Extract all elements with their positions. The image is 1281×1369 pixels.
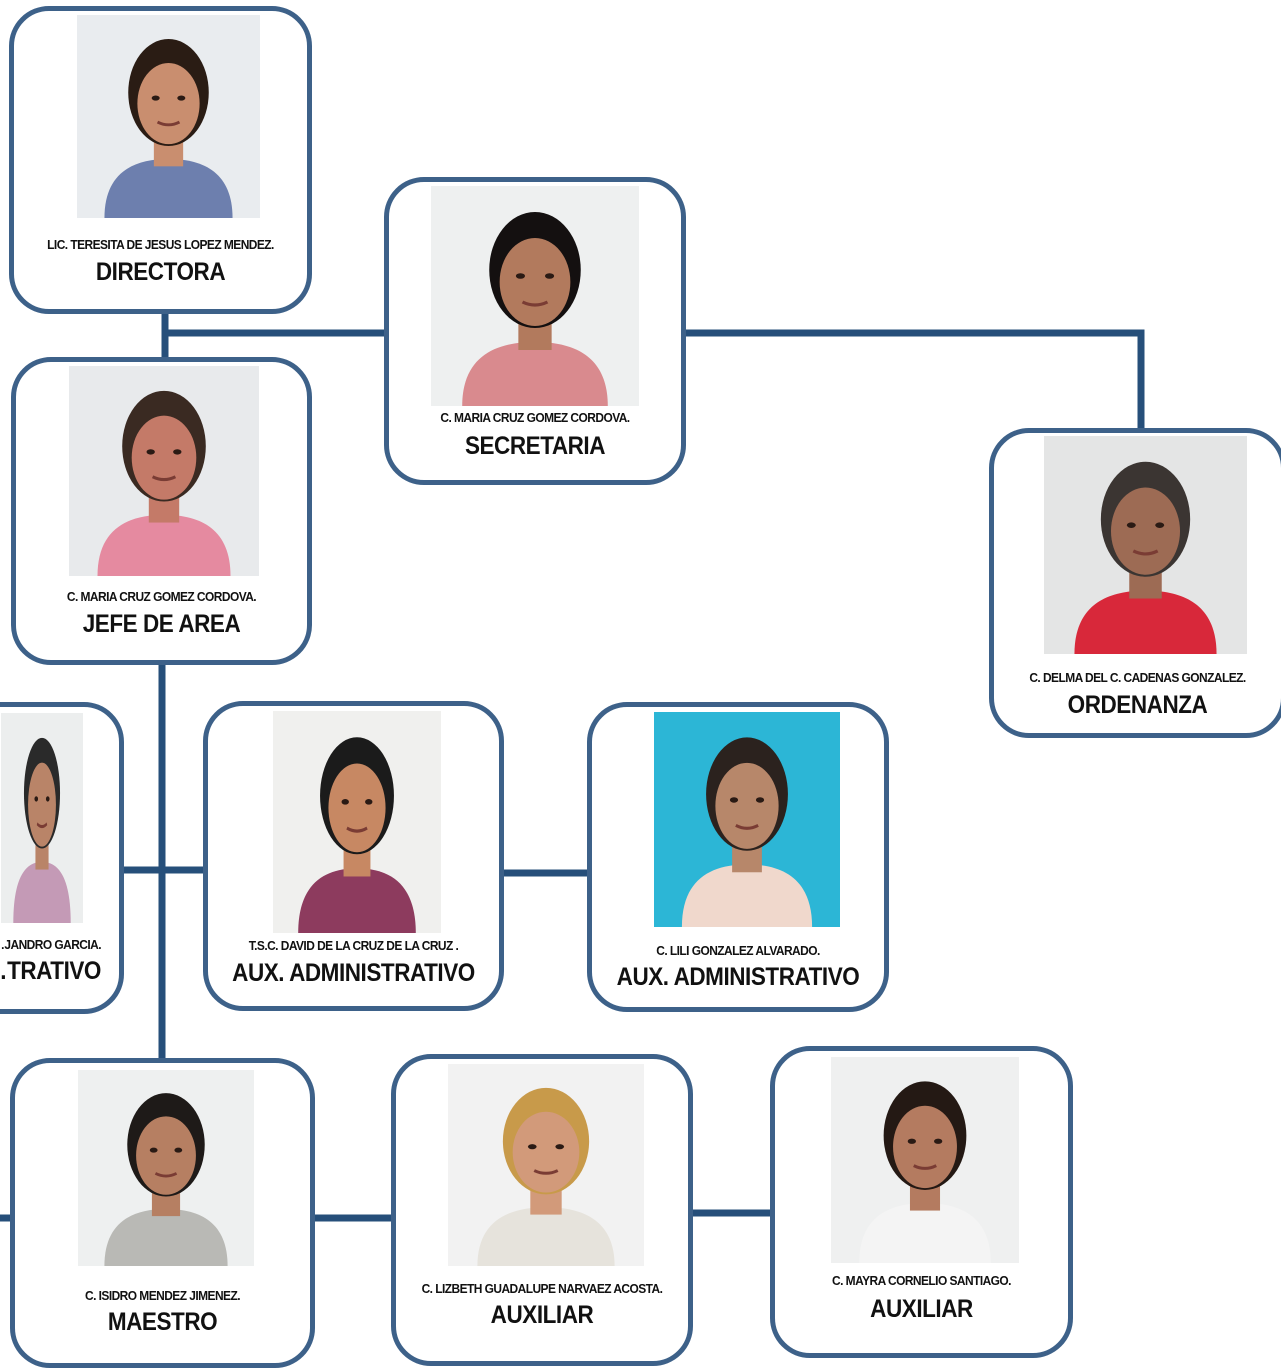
person-role: AUXILIAR — [490, 1301, 594, 1329]
portrait-photo — [654, 712, 840, 927]
portrait-photo — [1, 713, 83, 923]
person-role: MAESTRO — [107, 1308, 218, 1336]
org-card-secretaria: C. MARIA CRUZ GOMEZ CORDOVA. SECRETARIA — [384, 177, 686, 485]
org-card-aux3: C. LILI GONZALEZ ALVARADO. AUX. ADMINISTR… — [587, 702, 889, 1012]
person-name: C. LILI GONZALEZ ALVARADO. — [656, 943, 820, 958]
person-name: C. DELMA DEL C. CADENAS GONZALEZ. — [1029, 670, 1246, 685]
person-role: DIRECTORA — [95, 258, 226, 286]
person-role: AUX. ADMINISTRATIVO — [616, 963, 860, 991]
person-name: C. MARIA CRUZ GOMEZ CORDOVA. — [66, 589, 257, 604]
person-name: …JANDRO GARCIA. — [0, 937, 102, 952]
portrait-photo — [77, 15, 260, 218]
org-card-ordenanza: C. DELMA DEL C. CADENAS GONZALEZ. ORDENAN… — [989, 428, 1281, 738]
person-name: T.S.C. DAVID DE LA CRUZ DE LA CRUZ . — [248, 938, 459, 953]
portrait-photo — [78, 1070, 254, 1266]
org-card-maestro: C. ISIDRO MENDEZ JIMENEZ. MAESTRO — [10, 1058, 315, 1368]
person-name: C. ISIDRO MENDEZ JIMENEZ. — [85, 1288, 241, 1303]
person-name: C. MAYRA CORNELIO SANTIAGO. — [832, 1273, 1011, 1288]
org-card-jefe: C. MARIA CRUZ GOMEZ CORDOVA. JEFE DE AREA — [11, 357, 312, 665]
org-card-directora: LIC. TERESITA DE JESUS LOPEZ MENDEZ. DIRE… — [9, 6, 312, 314]
person-name: C. MARIA CRUZ GOMEZ CORDOVA. — [440, 410, 630, 425]
person-role: AUX. ADMINISTRATIVO — [232, 959, 475, 987]
person-name: LIC. TERESITA DE JESUS LOPEZ MENDEZ. — [47, 237, 274, 252]
portrait-photo — [431, 186, 639, 406]
portrait-photo — [831, 1057, 1019, 1263]
person-role: AUXILIAR — [870, 1295, 973, 1323]
person-name: C. LIZBETH GUADALUPE NARVAEZ ACOSTA. — [421, 1281, 663, 1296]
portrait-photo — [1044, 436, 1247, 654]
portrait-photo — [69, 366, 259, 576]
person-role: …TRATIVO — [0, 957, 101, 985]
portrait-photo — [448, 1064, 644, 1266]
org-card-auxiliar2: C. MAYRA CORNELIO SANTIAGO. AUXILIAR — [770, 1046, 1073, 1358]
org-card-aux1: …JANDRO GARCIA. …TRATIVO — [0, 702, 124, 1014]
person-role: SECRETARIA — [464, 432, 606, 460]
person-role: JEFE DE AREA — [82, 610, 241, 638]
org-card-auxiliar1: C. LIZBETH GUADALUPE NARVAEZ ACOSTA. AUXI… — [391, 1054, 693, 1366]
portrait-photo — [273, 711, 441, 933]
org-card-aux2: T.S.C. DAVID DE LA CRUZ DE LA CRUZ . AUX.… — [203, 701, 504, 1011]
person-role: ORDENANZA — [1067, 691, 1208, 719]
